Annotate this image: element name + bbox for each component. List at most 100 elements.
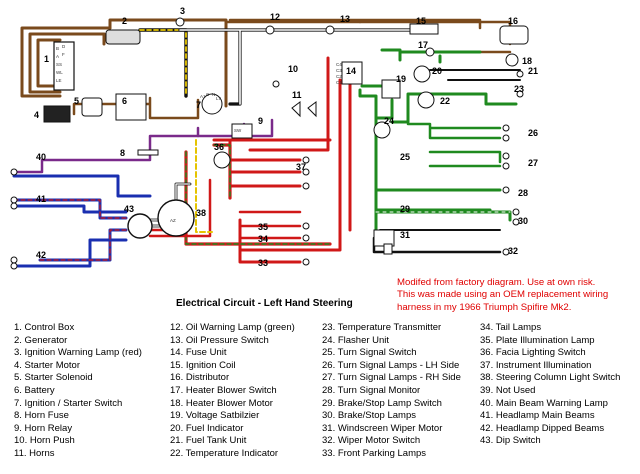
steering-column-light-switch <box>157 199 195 237</box>
disclaimer-line: Modifed from factory diagram. Use at own… <box>397 277 596 288</box>
connector-label: C1 <box>336 80 342 85</box>
ignition-coil <box>409 23 439 35</box>
component-number-5: 5 <box>74 96 79 106</box>
legend-item: 38. Steering Column Light Switch <box>480 372 621 384</box>
distributor <box>499 25 529 45</box>
component-number-34: 34 <box>258 234 268 244</box>
yellow-wire <box>195 139 213 233</box>
connector-label: LE <box>56 78 62 83</box>
lamp-group-27 <box>502 152 510 170</box>
green-wire <box>406 122 502 168</box>
component-number-35: 35 <box>258 222 268 232</box>
component-number-25: 25 <box>400 152 410 162</box>
connector-label: C4 <box>336 62 342 67</box>
component-number-30: 30 <box>518 216 528 226</box>
legend-item: 4. Starter Motor <box>14 359 80 371</box>
legend-column-1: 1. Control Box 2. Generator 3. Ignition … <box>14 322 142 461</box>
legend-item: 35. Plate Illumination Lamp <box>480 334 595 346</box>
connector-label: D <box>62 44 66 49</box>
component-number-7: 7 <box>196 100 201 110</box>
connector-label: AZ <box>170 218 176 223</box>
legend-item: 12. Oil Warning Lamp (green) <box>170 322 295 333</box>
component-number-4: 4 <box>34 110 39 120</box>
component-number-1: 1 <box>44 54 49 64</box>
disclaimer-line: harness in my 1966 Triumph Spifire Mk2. <box>397 301 572 313</box>
legend-item: 7. Ignition / Starter Switch <box>14 397 123 409</box>
lamp-group-26 <box>502 124 510 142</box>
lamp-group-32 <box>502 248 510 256</box>
oil-warning-lamp <box>265 25 275 35</box>
legend-item: 26. Turn Signal Lamps - LH Side <box>322 359 460 371</box>
legend-item: 22. Temperature Indicator <box>170 447 279 459</box>
ignition-starter-switch <box>201 93 223 115</box>
legend-item: 30. Brake/Stop Lamps <box>322 410 416 422</box>
heater-blower-motor <box>505 53 519 67</box>
legend-item: 14. Fuse Unit <box>170 347 227 359</box>
component-number-29: 29 <box>400 204 410 214</box>
legend-item: 8. Horn Fuse <box>14 410 69 422</box>
legend-item: 15. Ignition Coil <box>170 359 236 371</box>
legend-item: 18. Heater Blower Motor <box>170 397 273 409</box>
lamp-group-28 <box>502 186 510 194</box>
legend-column-3: 23. Temperature Transmitter 24. Flasher … <box>322 322 461 461</box>
connector-label: SW <box>234 128 242 133</box>
starter-motor <box>43 105 71 123</box>
component-number-3: 3 <box>180 6 185 16</box>
component-number-38: 38 <box>196 208 206 218</box>
component-number-26: 26 <box>528 128 538 138</box>
legend-item: 2. Generator <box>14 334 68 346</box>
component-number-13: 13 <box>340 14 350 24</box>
legend-item: 33. Front Parking Lamps <box>322 447 427 459</box>
component-number-32: 32 <box>508 246 518 256</box>
component-number-24: 24 <box>384 116 394 126</box>
legend-item: 9. Horn Relay <box>14 422 73 434</box>
white-wire <box>179 29 421 105</box>
fuse-unit <box>341 61 363 85</box>
lamp-group-23 <box>516 90 524 98</box>
legend-item: 27. Turn Signal Lamps - RH Side <box>322 372 461 384</box>
legend-item: 5. Starter Solenoid <box>14 372 93 384</box>
legend-item: 23. Temperature Transmitter <box>322 322 442 333</box>
flasher-unit <box>373 121 391 139</box>
legend-item: 31. Windscreen Wiper Motor <box>322 422 443 434</box>
diagram-title: Electrical Circuit - Left Hand Steering <box>176 298 353 309</box>
connector-label: C2 <box>336 74 342 79</box>
red-wire <box>238 210 302 264</box>
horn-fuse <box>137 149 159 156</box>
legend-item: 13. Oil Pressure Switch <box>170 334 269 346</box>
component-number-18: 18 <box>522 56 532 66</box>
connector-label: A <box>56 54 59 59</box>
horns <box>291 101 317 118</box>
component-number-11: 11 <box>292 90 302 100</box>
red-wire <box>238 56 352 264</box>
green-wire <box>380 48 482 64</box>
legend-item: 25. Turn Signal Switch <box>322 347 417 359</box>
legend-item: 24. Flasher Unit <box>322 334 390 346</box>
component-number-9: 9 <box>258 116 263 126</box>
disclaimer-note: Modifed from factory diagram. Use at own… <box>397 277 608 314</box>
legend-item: 3. Ignition Warning Lamp (red) <box>14 347 142 359</box>
legend-item: 43. Dip Switch <box>480 435 541 447</box>
facia-lighting-switch <box>213 151 231 169</box>
component-number-28: 28 <box>518 188 528 198</box>
legend-column-2: 12. Oil Warning Lamp (green) 13. Oil Pre… <box>170 322 295 461</box>
component-number-8: 8 <box>120 148 125 158</box>
legend-item: 10. Horn Push <box>14 435 75 447</box>
connector-label: A1 <box>200 94 206 99</box>
component-number-12: 12 <box>270 12 280 22</box>
blue-red-wire <box>13 199 127 261</box>
component-number-23: 23 <box>514 84 524 94</box>
connector-label: WL <box>56 70 63 75</box>
horn-push <box>272 80 280 88</box>
component-number-21: 21 <box>528 66 538 76</box>
lamps <box>10 70 524 270</box>
connector-label: N <box>212 92 215 97</box>
legend-column-4: 34. Tail Lamps 35. Plate Illumination La… <box>480 322 620 448</box>
legend-item: 1. Control Box <box>14 322 75 333</box>
black-wire <box>379 69 521 231</box>
component-number-22: 22 <box>440 96 450 106</box>
wiper-switch-block <box>383 243 393 255</box>
component-number-41: 41 <box>36 194 46 204</box>
